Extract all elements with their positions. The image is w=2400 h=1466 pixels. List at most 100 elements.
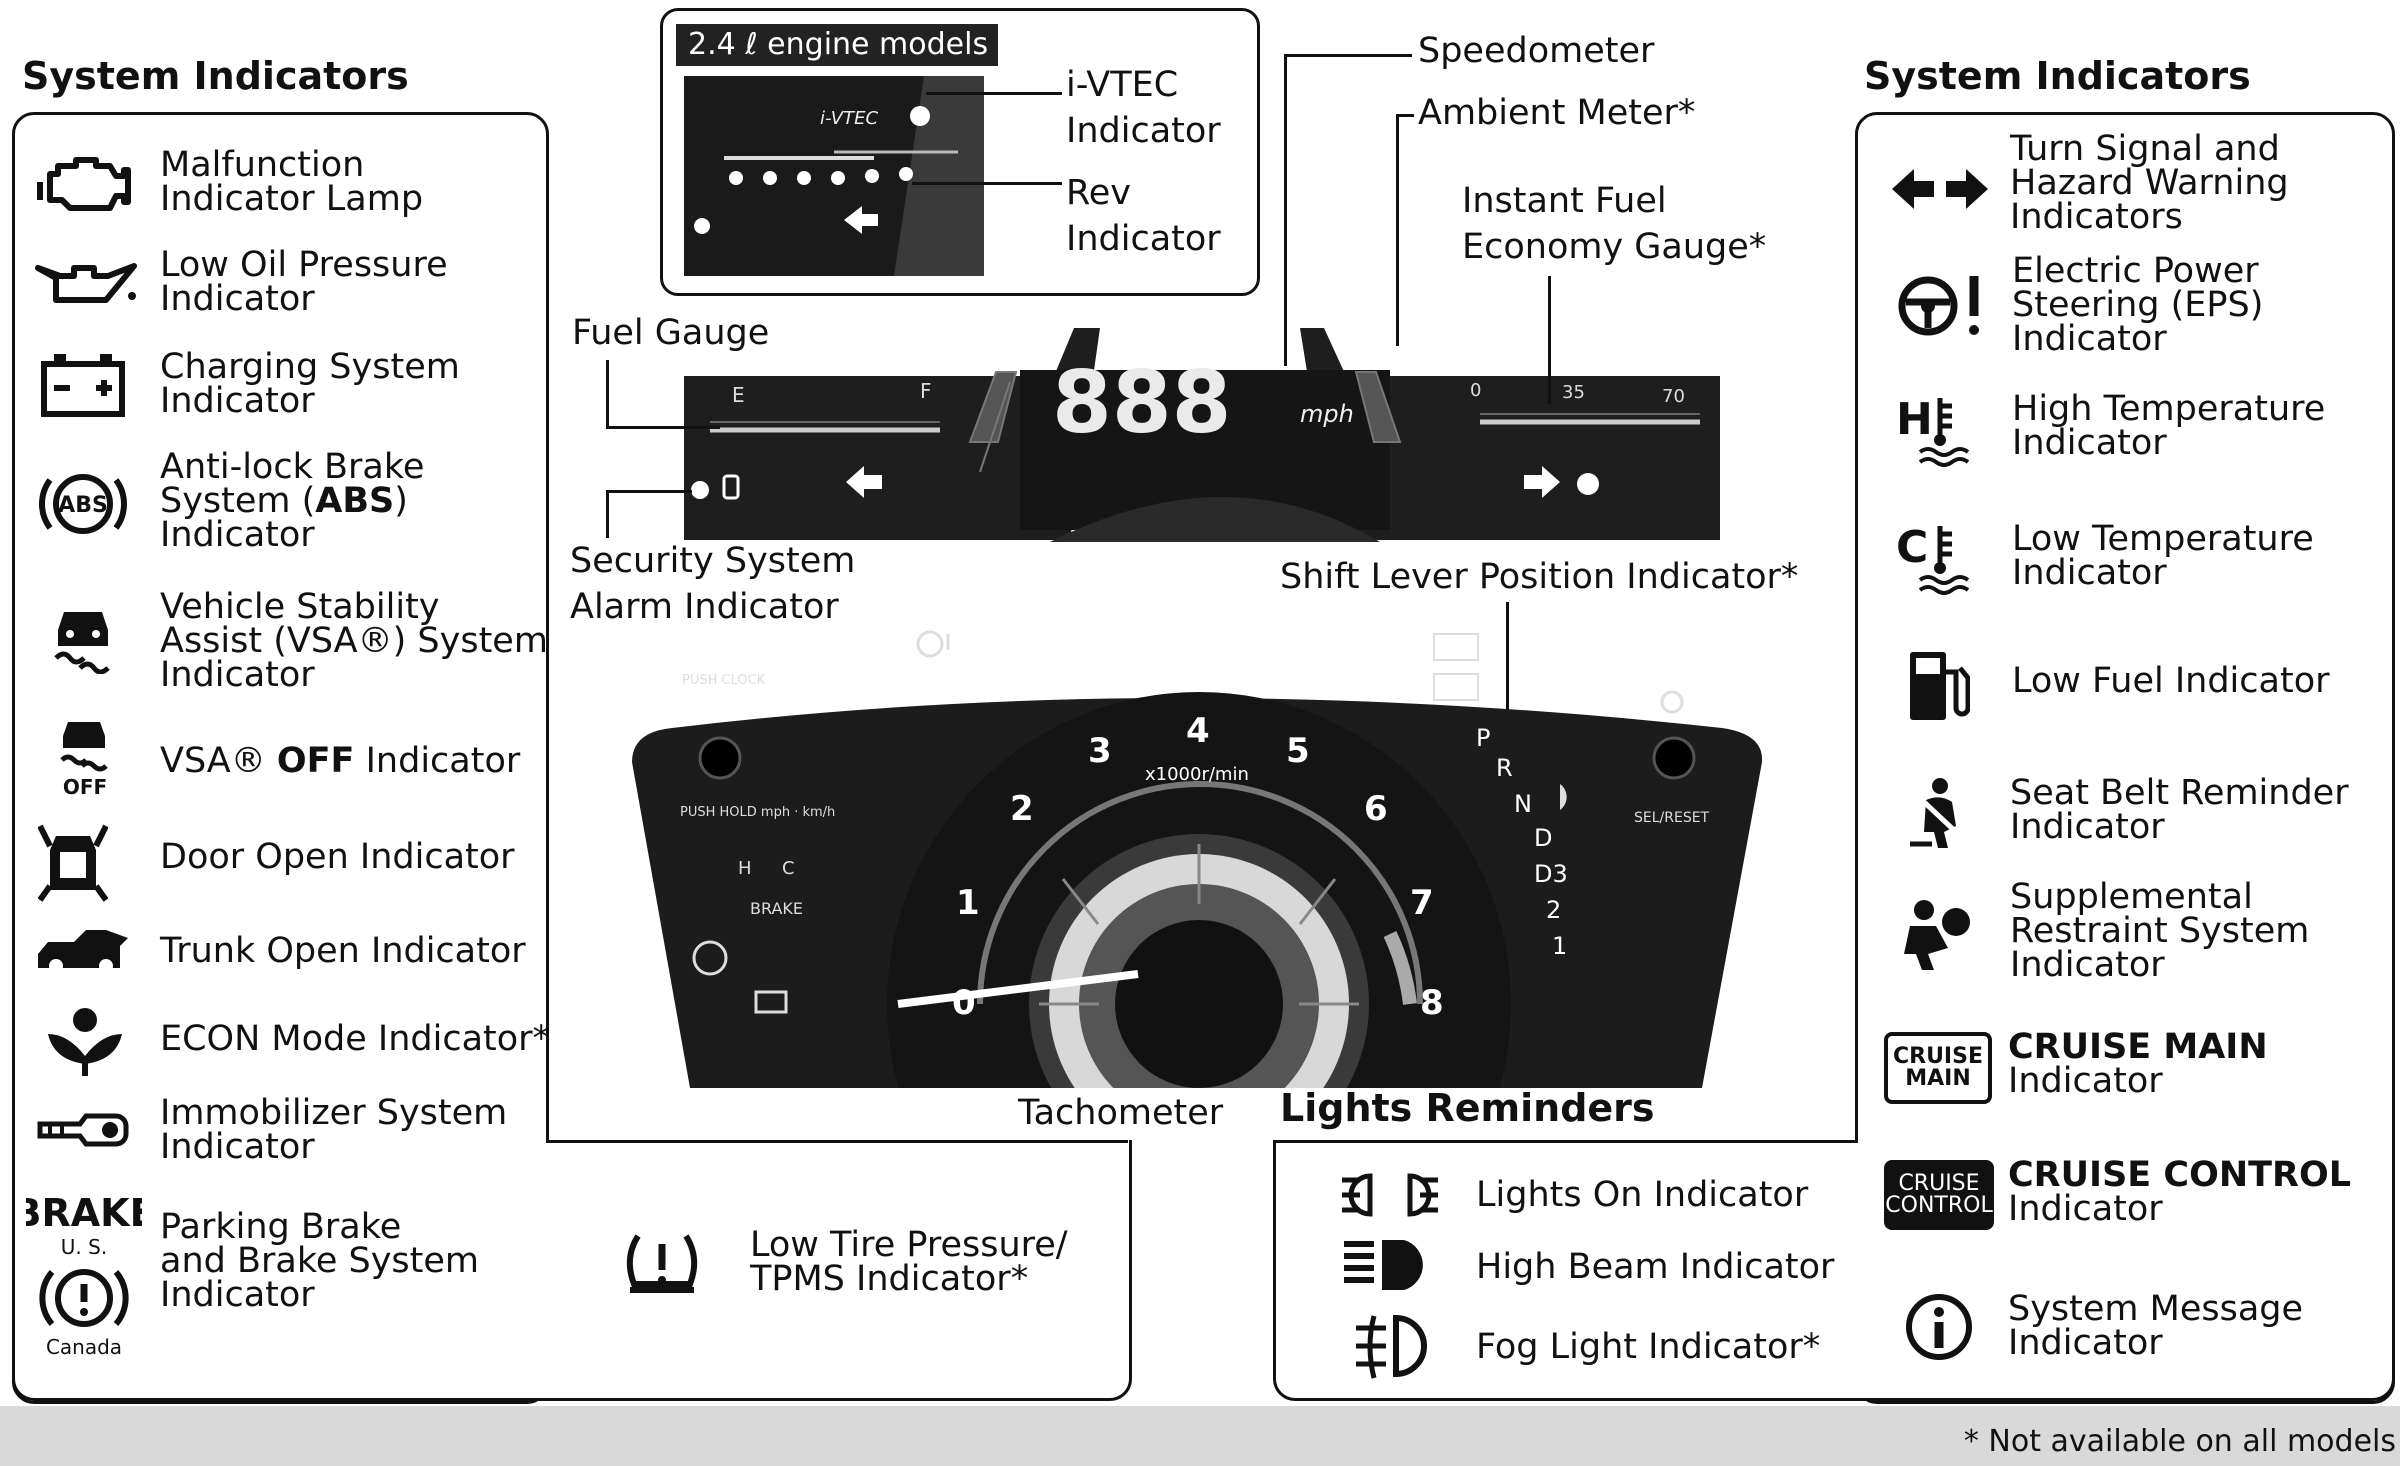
tpms-panel [12,1140,1132,1401]
svg-text:C: C [782,858,795,879]
svg-text:PUSH HOLD mph · km/h: PUSH HOLD mph · km/h [680,805,835,820]
turn-signal-label: Turn Signal and Hazard Warning Indicator… [2010,129,2289,237]
svg-text:888: 888 [1052,353,1232,453]
tachometer-cluster: 0 1 2 3 4 5 6 7 8 x1000r/min P R N D D3 … [630,614,1768,1316]
door-open-icon [37,816,109,902]
door-open-label: Door Open Indicator [160,837,515,877]
lights-on-icon [1340,1170,1440,1220]
high-beam-icon [1342,1236,1438,1294]
svg-text:6: 6 [1364,789,1388,829]
battery-icon [40,352,126,418]
cruise-control-label: CRUISE CONTROL Indicator [2008,1155,2351,1229]
inset-title: 2.4 ℓ engine models [676,24,998,66]
svg-text:BRAKE: BRAKE [750,899,803,918]
svg-text:x1000r/min: x1000r/min [1145,764,1249,785]
tpms-label: Low Tire Pressure/ TPMS Indicator* [750,1225,1068,1299]
fuel-pump-icon [1906,648,1971,724]
svg-text:2: 2 [1546,896,1561,924]
rev-callout: Rev Indicator [1066,173,1221,259]
svg-text:H: H [1896,394,1933,445]
svg-text:0: 0 [1470,380,1481,401]
svg-text:BRAKE: BRAKE [26,1191,142,1235]
cruise-main-label: CRUISE MAIN Indicator [2008,1027,2268,1101]
svg-text:E: E [732,383,745,407]
svg-text:70: 70 [1662,386,1685,407]
svg-text:1: 1 [956,883,980,923]
tpms-icon [624,1230,700,1300]
svg-text:2: 2 [1010,789,1034,829]
brake-label: Parking Brake and Brake System Indicator [160,1207,480,1315]
tpms-panel-top [546,1140,1128,1143]
fog-light-icon [1352,1312,1432,1382]
high-beam-label: High Beam Indicator [1476,1247,1835,1287]
econ-icon [44,1006,126,1078]
lights-heading: Lights Reminders [1280,1086,1655,1130]
svg-text:Canada: Canada [46,1335,122,1359]
high-temp-icon: H [1896,392,1976,468]
high-temp-label: High Temperature Indicator [2012,389,2326,463]
charging-label: Charging System Indicator [160,347,460,421]
info-icon [1904,1292,1974,1362]
svg-text:C: C [1896,522,1928,573]
oil-can-icon [32,252,138,312]
trunk-open-label: Trunk Open Indicator [160,931,526,971]
security-callout: Security System Alarm Indicator [570,541,856,627]
svg-text:5: 5 [1286,731,1310,771]
airbag-icon [1900,896,1980,972]
malfunction-label: Malfunction Indicator Lamp [160,145,424,219]
svg-text:P: P [1476,724,1490,752]
system-message-label: System Message Indicator [2008,1289,2304,1363]
cruise-main-icon: CRUISE MAIN [1884,1032,1992,1104]
key-icon [36,1104,132,1154]
svg-text:OFF: OFF [63,775,107,796]
vsa-off-icon: OFF [52,720,118,799]
immobilizer-label: Immobilizer System Indicator [160,1093,508,1167]
ambient-callout: Ambient Meter* [1418,93,1696,133]
cruise-control-icon: CRUISE CONTROL [1884,1160,1994,1230]
brake-icon: BRAKEU. S. Canada [12,1190,155,1360]
eps-label: Electric Power Steering (EPS) Indicator [2012,251,2264,359]
svg-text:3: 3 [1088,731,1112,771]
seat-belt-label: Seat Belt Reminder Indicator [2010,773,2349,847]
svg-text:R: R [1496,754,1513,782]
low-temp-icon: C [1896,520,1976,596]
econ-label: ECON Mode Indicator* [160,1019,551,1059]
instant-fuel-callout: Instant Fuel Economy Gauge* [1462,181,1767,267]
svg-text:D: D [1534,824,1552,852]
right-heading: System Indicators [1864,54,2251,98]
vsa-icon [50,608,116,675]
lights-panel [1273,1140,2395,1401]
svg-text:ABS: ABS [58,493,108,518]
svg-text:H: H [738,858,752,879]
fuel-gauge-callout: Fuel Gauge [572,313,770,353]
svg-text:F: F [920,379,932,403]
abs-icon: ABS [36,466,130,542]
footer-bar [0,1406,2400,1466]
trunk-open-icon [34,924,130,976]
oil-pressure-label: Low Oil Pressure Indicator [160,245,448,319]
eps-icon [1896,270,1986,340]
svg-text:SEL/RESET: SEL/RESET [1634,810,1710,826]
svg-text:35: 35 [1562,382,1585,403]
lights-on-label: Lights On Indicator [1476,1175,1809,1215]
upper-meter: E F 0 35 70 888 mph [680,322,1726,542]
inset-meter-image: i-VTEC [684,76,984,276]
svg-text:PUSH CLOCK: PUSH CLOCK [682,673,766,688]
ivtec-callout: i-VTEC Indicator [1066,65,1221,151]
svg-text:8: 8 [1420,983,1444,1023]
airbag-label: Supplemental Restraint System Indicator [2010,877,2310,985]
abs-label: Anti-lock Brake System (ABS) Indicator [160,447,425,555]
speedometer-callout: Speedometer [1418,31,1655,71]
vsa-off-label: VSA® OFF Indicator [160,741,521,781]
svg-text:mph: mph [1300,400,1354,428]
low-fuel-label: Low Fuel Indicator [2012,661,2330,701]
low-temp-label: Low Temperature Indicator [2012,519,2314,593]
svg-text:7: 7 [1410,883,1434,923]
svg-text:D3: D3 [1534,860,1568,888]
svg-text:0: 0 [952,983,976,1023]
shift-lever-callout: Shift Lever Position Indicator* [1280,557,1799,597]
svg-text:i-VTEC: i-VTEC [820,108,878,129]
footnote: * Not available on all models [1963,1424,2396,1459]
vsa-label: Vehicle Stability Assist (VSA®) System I… [160,587,548,695]
svg-text:U. S.: U. S. [61,1235,107,1259]
